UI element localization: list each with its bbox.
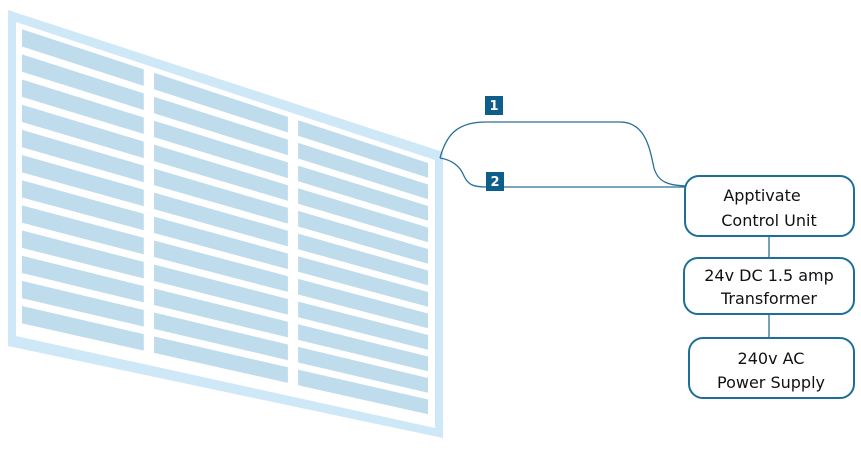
louvre-slat [22, 155, 144, 207]
power-supply-line1: 240v AC [738, 349, 805, 368]
louvre-slat [154, 144, 288, 201]
louvre-slat [298, 233, 428, 286]
louvre-slat [298, 120, 428, 178]
louvre-slat [298, 278, 428, 329]
louvre-slat [154, 168, 288, 224]
power-supply-box: 240v AC Power Supply [688, 337, 855, 399]
control-unit-line2: Control Unit [721, 211, 817, 230]
wire-1 [439, 121, 691, 187]
transformer-box: 24v DC 1.5 amp Transformer [683, 257, 855, 315]
louvre-slat [22, 104, 144, 159]
louvre-slat [22, 306, 144, 351]
louvre-slat [22, 205, 144, 255]
louvre-slats [22, 29, 428, 415]
louvre-slat [154, 120, 288, 179]
louvre-slat [22, 129, 144, 183]
louvre-slat [22, 230, 144, 279]
louvre-slat [154, 264, 288, 315]
louvre-slat [22, 29, 144, 86]
louvre-slat [154, 240, 288, 292]
louvre-slat [298, 301, 428, 350]
louvre-slat [298, 369, 428, 415]
louvre-slat [298, 346, 428, 393]
control-unit-line1: Apptivate [723, 186, 800, 205]
louvre-slat [154, 288, 288, 338]
control-unit-box: Apptivate Control Unit [684, 175, 855, 237]
connector-label-1: 1 [489, 99, 498, 114]
louvre-slat [154, 216, 288, 270]
louvre-slat [154, 96, 288, 156]
connector-badge-2: 2 [486, 172, 504, 191]
louvre-slat [298, 188, 428, 243]
louvre-slat [298, 324, 428, 372]
louvre-slat [298, 142, 428, 200]
louvre-slat [154, 336, 288, 383]
louvre-slat [298, 165, 428, 221]
connector-badge-1: 1 [485, 96, 503, 115]
louvre-slat [298, 210, 428, 264]
louvre-slat [22, 280, 144, 327]
louvre-slat [22, 180, 144, 231]
louvre-slat [22, 79, 144, 134]
louvre-slat [154, 72, 288, 133]
louvre-slat [22, 255, 144, 303]
louvre-slat [298, 256, 428, 307]
louvre-slat [154, 312, 288, 361]
transformer-line2: Transformer [720, 289, 817, 308]
louvre-window [8, 10, 443, 438]
wire-2 [439, 157, 690, 188]
louvre-slat [22, 54, 144, 110]
transformer-line1: 24v DC 1.5 amp [704, 266, 834, 285]
power-supply-line2: Power Supply [717, 373, 825, 392]
louvre-slat [154, 192, 288, 247]
connector-label-2: 2 [490, 175, 499, 190]
